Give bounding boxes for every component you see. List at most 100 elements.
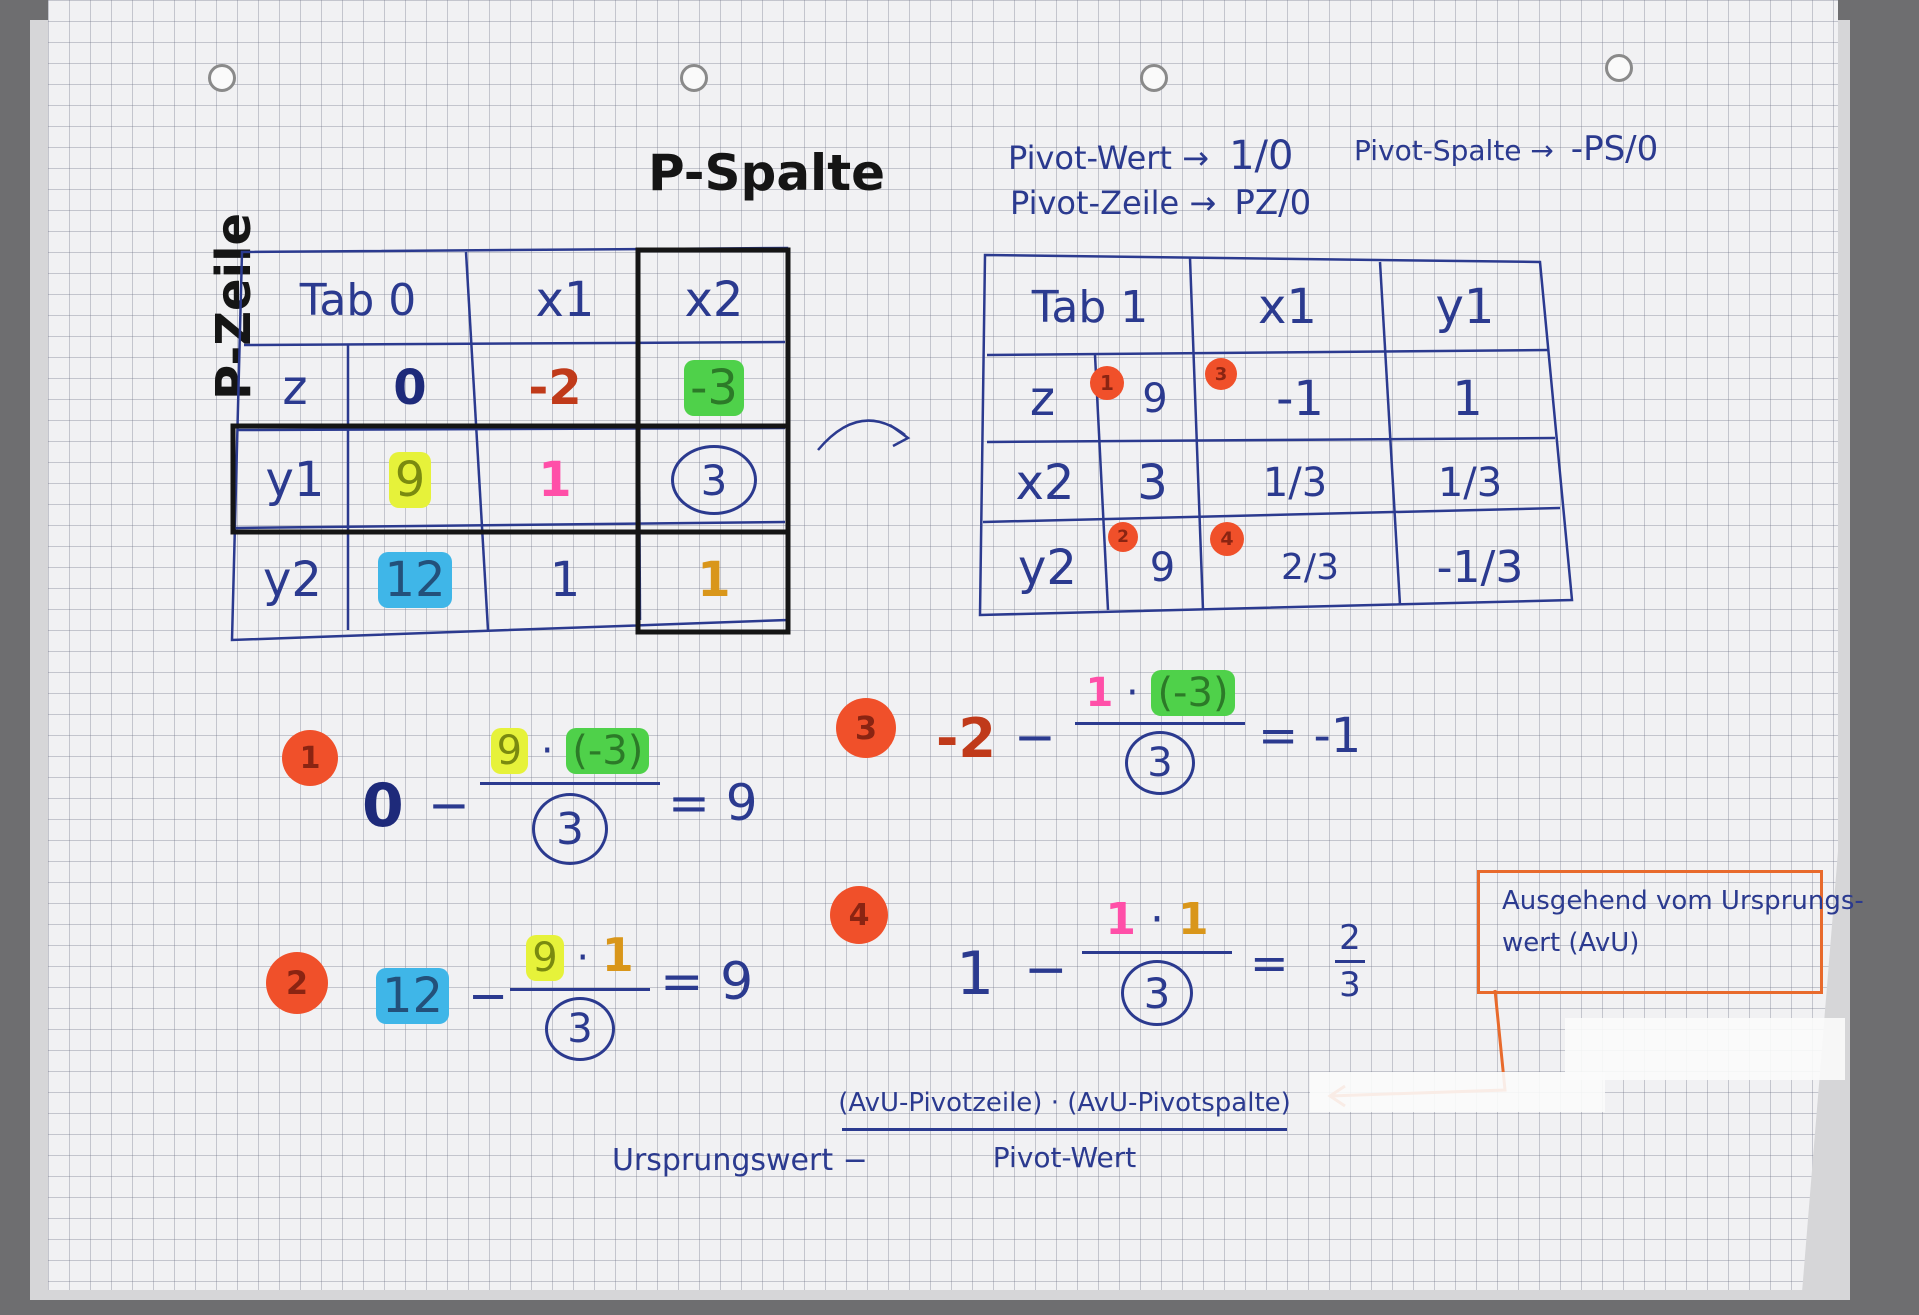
legend-pivot-zeile-text: Pivot-Zeile →: [1010, 184, 1217, 222]
eq4-result-bar: [1335, 960, 1365, 963]
tab1-row-x2-label: x2: [1015, 454, 1075, 511]
tab0-y1-v0: 9: [350, 435, 470, 525]
tab1-badge-3: 3: [1205, 358, 1237, 390]
tab0-z-v0: 0: [393, 359, 427, 416]
eq3-minus: −: [1014, 708, 1056, 766]
eq3-dot: ·: [1126, 670, 1139, 716]
legend-pivot-wert: Pivot-Wert → 1/0: [1008, 136, 1293, 176]
eq2-bar: [510, 988, 650, 991]
eq4-numerator: 1 · 1: [1105, 894, 1208, 945]
tab1-corner: Tab 1: [1031, 281, 1149, 333]
tab0-z-v1-text: -2: [528, 359, 582, 416]
tab1-badge-2: 2: [1108, 522, 1138, 552]
eq1-bar: [480, 782, 660, 785]
legend-pivot-spalte-frac: -PS/0: [1570, 129, 1659, 169]
eq4-result-num: 2: [1339, 918, 1361, 958]
eq1-minus: −: [428, 776, 470, 834]
tab0-y1-v0-text: 9: [388, 452, 432, 508]
tab1-z-v0: 9: [1142, 376, 1168, 422]
eq4-start: 1: [956, 939, 995, 1009]
eq4-denominator: 3: [1121, 960, 1193, 1026]
eq2-result: = 9: [660, 952, 754, 1012]
tab0-row-z-label: z: [282, 359, 308, 416]
tab1-y2-v1: 2/3: [1281, 547, 1339, 588]
legend-pivot-spalte: Pivot-Spalte → -PS/0: [1354, 132, 1658, 166]
tab1-x2-v2: 1/3: [1437, 459, 1503, 506]
eq1-n1: 9: [490, 728, 529, 774]
eq2-start: 12: [376, 968, 450, 1024]
tab0-pivot-value: 3: [671, 445, 757, 515]
tab1-badge-1: 1: [1090, 366, 1124, 400]
eq4-result-den: 3: [1339, 965, 1361, 1005]
eq1-fraction: 9 · (-3) 3: [480, 728, 660, 865]
eq4-dot: ·: [1150, 894, 1164, 945]
tab0-z-v2-text: -3: [684, 359, 744, 416]
tab0-y2-v0: 12: [350, 535, 480, 625]
legend-pivot-spalte-text: Pivot-Spalte →: [1354, 134, 1554, 167]
tab0-corner: Tab 0: [299, 274, 417, 326]
eq4-n2: 1: [1178, 894, 1209, 945]
eq3-numerator: 1 · (-3): [1085, 670, 1235, 716]
tab1-col-y1: y1: [1435, 279, 1495, 335]
eq1-dot: ·: [540, 728, 554, 774]
tape-strip: [1310, 1072, 1605, 1112]
legend-pivot-zeile-frac: PZ/0: [1234, 183, 1312, 223]
eq4-fraction: 1 · 1 3: [1082, 894, 1232, 1026]
formula-bar: [842, 1128, 1287, 1131]
formula-numerator: (AvU-Pivotzeile) · (AvU-Pivotspalte): [838, 1088, 1291, 1118]
tab1-col-x1: x1: [1258, 279, 1317, 335]
eq2-badge: 2: [266, 952, 328, 1014]
tab0-y2-v2: 1: [640, 535, 788, 625]
legend-pivot-wert-frac: 1/0: [1229, 133, 1294, 179]
eq3-n2: (-3): [1151, 670, 1235, 716]
legend-pivot-zeile: Pivot-Zeile → PZ/0: [1010, 186, 1311, 220]
eq4-equals: =: [1250, 936, 1289, 990]
eq1-result: = 9: [668, 774, 758, 832]
punch-hole: [1140, 64, 1168, 92]
note-line-1: Ausgehend vom Ursprungs-: [1502, 886, 1864, 916]
eq3-badge: 3: [836, 698, 896, 758]
punch-hole: [680, 64, 708, 92]
eq1-numerator: 9 · (-3): [490, 728, 650, 774]
eq3-fraction: 1 · (-3) 3: [1075, 670, 1245, 795]
tab1-row-y2-label: y2: [1018, 539, 1077, 596]
eq1-n2: (-3): [566, 728, 650, 774]
tab0-y2-v2-text: 1: [697, 552, 731, 608]
eq3-start: -2: [936, 707, 996, 770]
tab0-y2-v0-text: 12: [378, 552, 452, 608]
formula-fraction: (AvU-Pivotzeile) · (AvU-Pivotspalte) Piv…: [838, 1088, 1291, 1174]
punch-hole: [208, 64, 236, 92]
eq2-numerator: 9 · 1: [526, 928, 634, 982]
legend-pivot-wert-text: Pivot-Wert →: [1008, 139, 1209, 177]
eq3-result: = -1: [1258, 708, 1362, 764]
tab0-col-x1: x1: [535, 272, 595, 328]
eq4-badge: 4: [830, 886, 888, 944]
tab0-y1-v1: 1: [480, 435, 630, 525]
tab0-row-y1-label: y1: [265, 452, 325, 508]
tab0-row-y2-label: y2: [263, 552, 322, 608]
note-box: [1477, 870, 1823, 994]
eq2-fraction: 9 · 1 3: [510, 928, 650, 1061]
eq4-bar: [1082, 951, 1232, 954]
eq1-badge: 1: [282, 730, 338, 786]
eq3-n1: 1: [1085, 670, 1114, 716]
tab0-z-v1: -2: [480, 350, 630, 425]
eq2-n1: 9: [526, 935, 564, 981]
eq2-start-text: 12: [376, 968, 450, 1024]
p-spalte-label: P-Spalte: [648, 144, 886, 202]
eq4-result: 2 3: [1330, 918, 1370, 1005]
tab0-y1-v2: 3: [640, 435, 788, 525]
eq3-denominator: 3: [1125, 731, 1195, 795]
tab1-x2-v0: 3: [1137, 454, 1168, 511]
tab0-z-v2: -3: [640, 350, 788, 425]
tab1-row-z-label: z: [1029, 371, 1056, 427]
note-line-2: wert (AvU): [1502, 928, 1640, 958]
formula-left: Ursprungswert −: [612, 1143, 868, 1178]
formula-denominator: Pivot-Wert: [992, 1141, 1137, 1174]
tab1-badge-4: 4: [1210, 522, 1244, 556]
eq1-denominator: 3: [532, 793, 608, 865]
eq3-bar: [1075, 722, 1245, 725]
tab1-y2-v2: -1/3: [1436, 542, 1524, 593]
tab0-col-x2: x2: [684, 272, 744, 328]
